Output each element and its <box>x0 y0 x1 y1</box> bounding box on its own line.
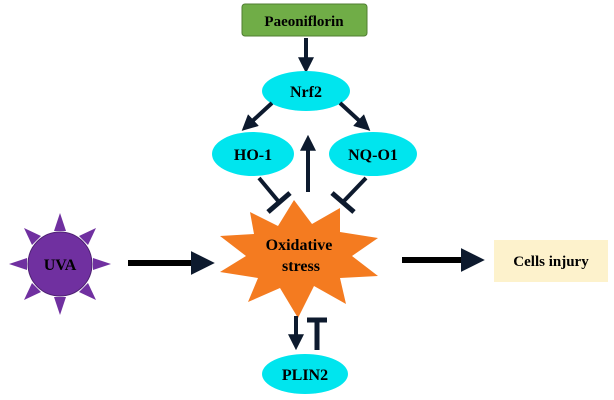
plin2-label: PLIN2 <box>282 367 328 384</box>
paeoniflorin-box <box>241 3 368 37</box>
cells-injury-label: Cells injury <box>513 254 589 270</box>
uva-node: UVA <box>9 213 111 315</box>
paeoniflorin-label: Paeoniflorin <box>264 14 344 30</box>
oxidative-stress-label-line1: Oxidative <box>266 237 333 254</box>
inhibit-ho1-stress <box>257 176 292 214</box>
nrf2-node: Nrf2 <box>262 71 350 111</box>
nqo1-ellipse <box>329 132 417 176</box>
plin2-ellipse <box>262 354 348 394</box>
inhibit-plin2-stress <box>307 317 327 350</box>
plin2-node: PLIN2 <box>262 354 348 394</box>
arrow-nrf2-ho1 <box>241 101 274 131</box>
cells-injury-node: Cells injury <box>494 240 608 282</box>
nqo1-label: NQ-O1 <box>348 147 398 164</box>
oxidative-stress-label-line2: stress <box>282 258 320 275</box>
cells-injury-box <box>494 240 608 282</box>
paeoniflorin-node: Paeoniflorin <box>241 3 368 37</box>
uva-rays <box>9 213 111 315</box>
nqo1-node: NQ-O1 <box>329 132 417 176</box>
nrf2-label: Nrf2 <box>290 84 322 101</box>
uva-label: UVA <box>44 257 77 274</box>
inhibit-nqo1-stress <box>330 176 368 214</box>
oxidative-stress-burst <box>220 200 378 318</box>
ho1-ellipse <box>212 132 294 176</box>
oxidative-stress-node: Oxidative stress <box>220 200 378 318</box>
ho1-node: HO-1 <box>212 132 294 176</box>
uva-circle <box>27 231 93 297</box>
nrf2-ellipse <box>262 71 350 111</box>
ho1-label: HO-1 <box>234 147 272 164</box>
arrow-nrf2-nqo1 <box>338 101 371 131</box>
